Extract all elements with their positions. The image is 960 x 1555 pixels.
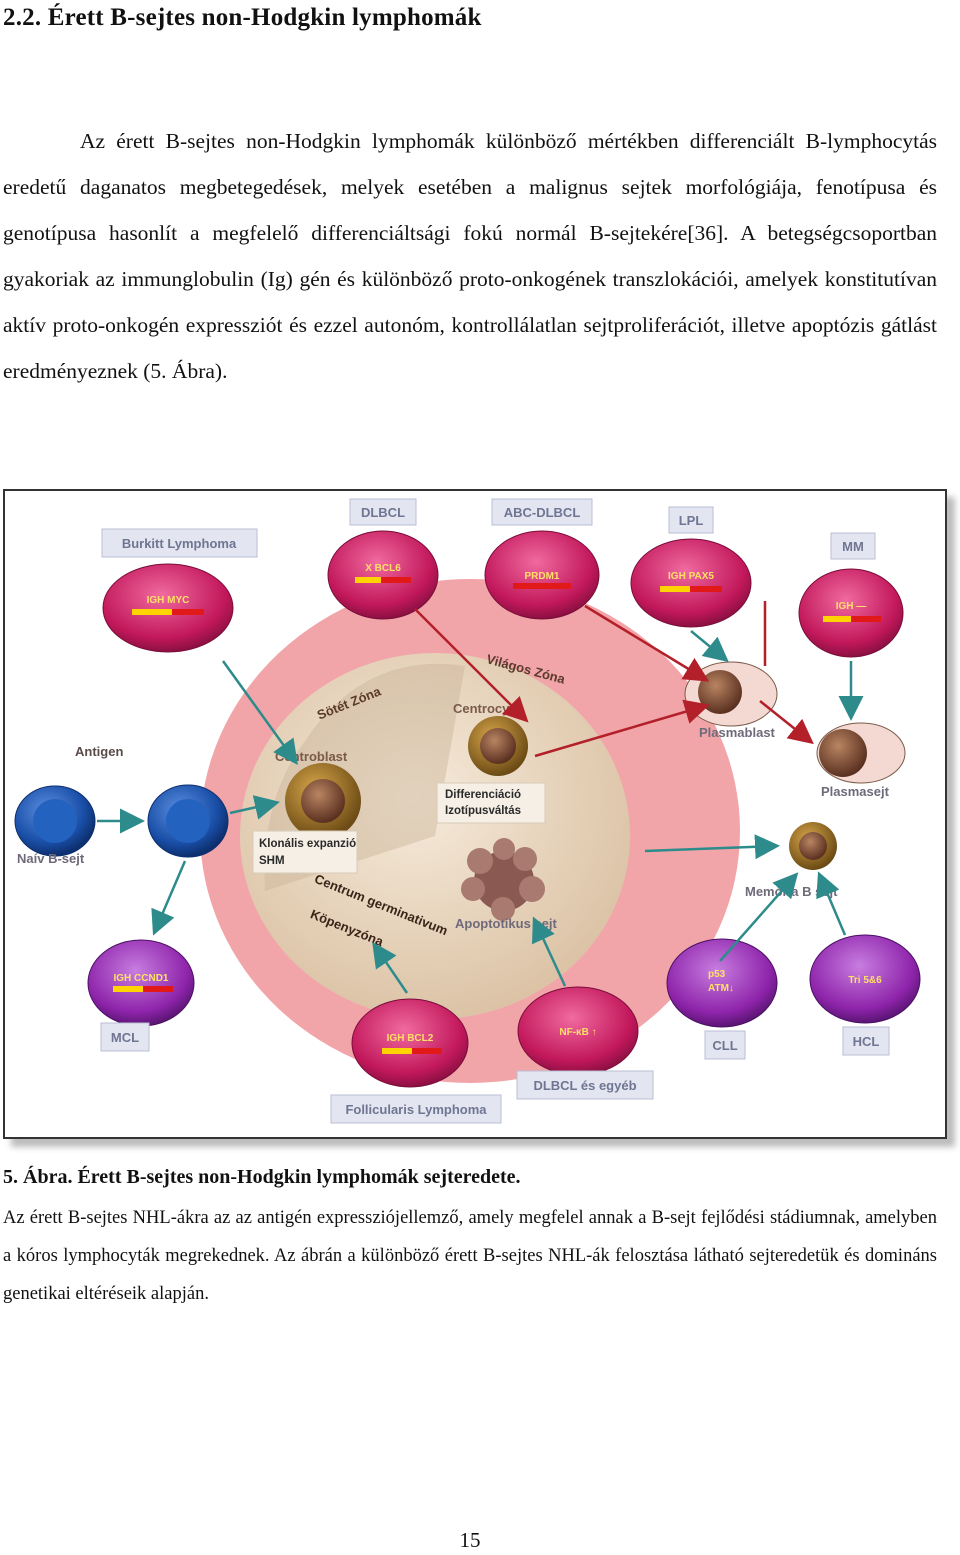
svg-text:Tri 5&6: Tri 5&6 (848, 975, 882, 986)
label-mm: MM (830, 532, 876, 560)
svg-text:HCL: HCL (853, 1034, 880, 1049)
dlbcl-cell: X BCL6 (327, 530, 439, 620)
svg-text:X BCL6: X BCL6 (365, 563, 401, 574)
svg-text:ATM↓: ATM↓ (708, 983, 734, 994)
label-dlbcl-other: DLBCL és egyéb (516, 1070, 654, 1100)
section-heading: 2.2. Érett B-sejtes non-Hodgkin lymphomá… (3, 4, 482, 31)
nfkb-cell: NF-κB ↑ (517, 986, 639, 1076)
label-follicular: Follicularis Lymphoma (330, 1094, 502, 1124)
svg-text:LPL: LPL (679, 513, 704, 528)
svg-text:Differenciáció: Differenciáció (445, 789, 521, 801)
label-cll: CLL (704, 1030, 746, 1060)
svg-text:DLBCL és egyéb: DLBCL és egyéb (533, 1078, 636, 1093)
label-abc-dlbcl: ABC-DLBCL (491, 498, 593, 526)
svg-text:Burkitt Lymphoma: Burkitt Lymphoma (122, 536, 237, 551)
plasma-cell (816, 722, 906, 784)
teal-arrows (97, 630, 864, 994)
mcl-cell: IGH CCND1 (87, 939, 195, 1027)
plasma-cell-label: Plasmasejt (821, 784, 890, 799)
hcl-cell: Tri 5&6 (809, 934, 921, 1024)
label-burkitt: Burkitt Lymphoma (101, 528, 258, 558)
follicular-cell: IGH BCL2 (351, 998, 469, 1088)
label-mcl: MCL (100, 1022, 150, 1052)
centrocyte-cell (468, 716, 528, 776)
svg-text:IGH —: IGH — (836, 601, 867, 612)
label-dlbcl: DLBCL (349, 498, 417, 526)
page-number: 15 (459, 1528, 481, 1552)
differentiation-note: Differenciáció Izotípusváltás (436, 782, 546, 824)
abc-dlbcl-cell: PRDM1 (484, 530, 600, 620)
svg-text:IGH PAX5: IGH PAX5 (668, 571, 714, 582)
memory-b-cell (789, 822, 837, 870)
svg-text:Izotípusváltás: Izotípusváltás (445, 805, 521, 817)
svg-text:SHM: SHM (259, 855, 285, 867)
svg-text:MCL: MCL (111, 1030, 139, 1045)
svg-text:Klonális expanzió: Klonális expanzió (259, 838, 356, 850)
mm-cell: IGH — (798, 568, 904, 658)
lpl-cell: IGH PAX5 (630, 538, 752, 628)
svg-text:IGH BCL2: IGH BCL2 (387, 1033, 434, 1044)
centrocyta-label: Centrocyta (453, 701, 522, 716)
burkitt-cell: IGH MYC (102, 563, 234, 653)
svg-text:NF-κB ↑: NF-κB ↑ (559, 1027, 596, 1038)
body-paragraph: Az érett B-sejtes non-Hodgkin lymphomák … (3, 129, 937, 383)
label-hcl: HCL (842, 1026, 890, 1056)
svg-text:MM: MM (842, 539, 864, 554)
antigen-label: Antigen (75, 744, 123, 759)
svg-text:IGH CCND1: IGH CCND1 (113, 973, 168, 984)
centroblast-cell (285, 763, 361, 839)
plasmablast-label: Plasmablast (699, 725, 776, 740)
svg-text:IGH MYC: IGH MYC (147, 595, 190, 606)
naive-b-cell-label: Naív B-sejt (17, 851, 85, 866)
naive-b-cell (14, 785, 96, 857)
svg-text:ABC-DLBCL: ABC-DLBCL (504, 505, 581, 520)
svg-text:Follicularis Lymphoma: Follicularis Lymphoma (345, 1102, 487, 1117)
figure-caption-text: Az érett B-sejtes NHL-ákra az az antigén… (3, 1208, 937, 1304)
svg-text:p53: p53 (708, 969, 726, 980)
clonal-expansion-note: Klonális expanzió SHM (252, 830, 358, 874)
svg-text:CLL: CLL (712, 1038, 737, 1053)
centroblast-label: Centroblast (275, 749, 348, 764)
figure-caption-title: 5. Ábra. Érett B-sejtes non-Hodgkin lymp… (3, 1166, 521, 1188)
red-arrows (414, 601, 814, 758)
cll-cell: p53 ATM↓ (666, 938, 778, 1028)
figure-5: DLBCL ABC-DLBCL LPL Burkitt Lymphoma MM … (3, 489, 947, 1139)
label-lpl: LPL (668, 506, 714, 534)
activated-b-cell (147, 784, 229, 858)
svg-text:PRDM1: PRDM1 (524, 571, 559, 582)
plasmablast-cell (684, 661, 778, 727)
svg-text:DLBCL: DLBCL (361, 505, 405, 520)
apoptotic-cell (461, 838, 545, 921)
apoptotic-label: Apoptotikus sejt (455, 916, 558, 931)
